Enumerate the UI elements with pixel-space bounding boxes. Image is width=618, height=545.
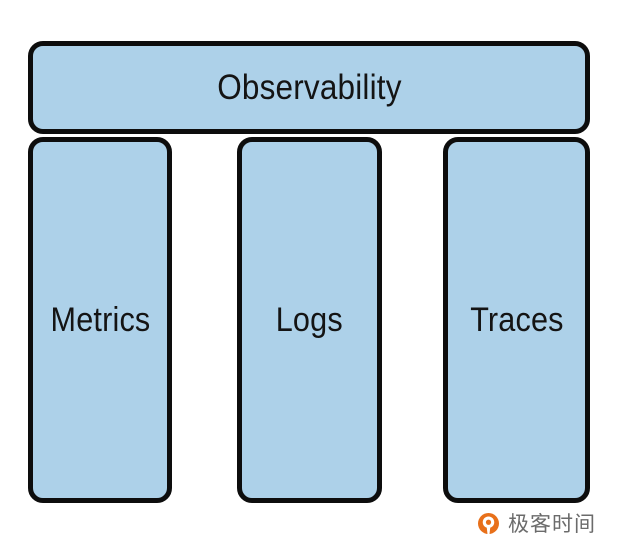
node-metrics-label: Metrics (50, 301, 150, 339)
node-logs: Logs (237, 137, 382, 503)
watermark: 极客时间 (476, 508, 596, 540)
node-observability-label: Observability (216, 68, 402, 107)
node-traces: Traces (443, 137, 590, 503)
watermark-text: 极客时间 (508, 511, 596, 536)
node-metrics: Metrics (28, 137, 172, 503)
geektime-logo-icon (478, 512, 499, 534)
node-traces-label: Traces (469, 301, 564, 339)
node-logs-label: Logs (275, 301, 344, 339)
node-observability: Observability (28, 41, 590, 134)
